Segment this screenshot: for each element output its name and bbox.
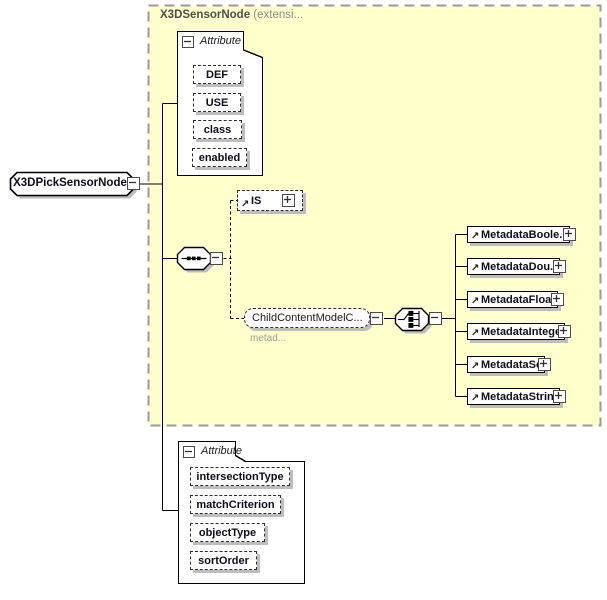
ref-arrow-icon: ↗: [471, 361, 480, 372]
element-label: MetadataInteger: [481, 325, 565, 338]
own-attributes-collapse-icon[interactable]: [183, 446, 195, 458]
root-node-shape[interactable]: [7, 169, 147, 201]
attribute-label: enabled: [198, 151, 241, 164]
element-box-childcontentmodel[interactable]: ChildContentModelC...: [244, 308, 370, 328]
attribute-label: sortOrder: [198, 554, 249, 567]
metadatafloat-expand-icon[interactable]: [551, 293, 564, 306]
childcontentmodel-annotation: metad...: [250, 333, 287, 344]
inherited-attributes-collapse-icon[interactable]: [182, 36, 194, 48]
ref-arrow-icon: ↗: [471, 296, 480, 307]
ref-arrow-icon: ↗: [471, 231, 480, 242]
base-type-suffix: (extensi...: [250, 9, 304, 21]
is-expand-icon[interactable]: [282, 194, 295, 207]
element-box-metadatadouble[interactable]: ↗ MetadataDou...: [467, 258, 560, 275]
element-label: IS: [251, 194, 262, 207]
sequence-indicator[interactable]: [175, 245, 217, 276]
attribute-label: intersectionType: [196, 470, 284, 483]
ref-arrow-icon: ↗: [471, 393, 480, 404]
element-label: ChildContentModelC...: [252, 312, 363, 324]
ref-arrow-icon: ↗: [471, 328, 480, 339]
element-label: MetadataString: [481, 390, 560, 403]
choice-icon: [398, 310, 420, 328]
element-label: MetadataFloat: [481, 293, 555, 306]
base-type-name: X3DSensorNode: [160, 9, 251, 21]
attribute-box-sortorder[interactable]: sortOrder: [190, 551, 257, 570]
attribute-box-enabled[interactable]: enabled: [192, 148, 247, 167]
attribute-box-intersectiontype[interactable]: intersectionType: [190, 467, 290, 486]
attribute-label: objectType: [198, 526, 257, 539]
ref-arrow-icon: ↗: [471, 263, 480, 274]
childcontentmodel-collapse-icon[interactable]: [370, 312, 383, 325]
choice-collapse-icon[interactable]: [429, 312, 442, 325]
attribute-box-objecttype[interactable]: objectType: [190, 523, 265, 542]
root-node-label: X3DPickSensorNode: [13, 177, 127, 189]
metadatainteger-expand-icon[interactable]: [558, 325, 571, 338]
element-box-metadatainteger[interactable]: ↗ MetadataInteger: [467, 323, 565, 340]
metadatadouble-expand-icon[interactable]: [553, 260, 566, 273]
ref-arrow-icon: ↗: [241, 199, 250, 210]
attribute-label: class: [203, 123, 232, 136]
attribute-box-def[interactable]: DEF: [193, 65, 241, 84]
element-label: MetadataBoole...: [481, 228, 569, 241]
base-type-header: X3DSensorNode (extensi...: [160, 9, 303, 21]
own-attributes-title: Attribute: [201, 445, 242, 457]
metadataboolean-expand-icon[interactable]: [563, 228, 576, 241]
element-box-is[interactable]: ↗ IS: [237, 190, 303, 211]
element-label: MetadataSet: [481, 358, 545, 371]
metadatastring-expand-icon[interactable]: [553, 390, 566, 403]
sequence-icon: [181, 256, 207, 261]
element-label: MetadataDou...: [481, 260, 560, 273]
choice-indicator[interactable]: [393, 306, 435, 337]
attribute-label: DEF: [206, 68, 228, 81]
sequence-collapse-icon[interactable]: [210, 252, 223, 265]
inherited-attributes-title: Attribute: [200, 35, 241, 47]
attribute-box-use[interactable]: USE: [193, 93, 241, 112]
attribute-box-class[interactable]: class: [193, 120, 242, 139]
element-box-metadatastring[interactable]: ↗ MetadataString: [467, 388, 560, 405]
metadataset-expand-icon[interactable]: [538, 358, 551, 371]
element-box-metadataboolean[interactable]: ↗ MetadataBoole...: [467, 226, 570, 243]
attribute-label: matchCriterion: [196, 498, 275, 511]
attribute-label: USE: [205, 96, 229, 109]
element-box-metadataset[interactable]: ↗ MetadataSet: [467, 356, 545, 373]
root-collapse-icon[interactable]: [127, 177, 140, 190]
element-box-metadatafloat[interactable]: ↗ MetadataFloat: [467, 291, 558, 308]
attribute-box-matchcriterion[interactable]: matchCriterion: [190, 495, 281, 514]
